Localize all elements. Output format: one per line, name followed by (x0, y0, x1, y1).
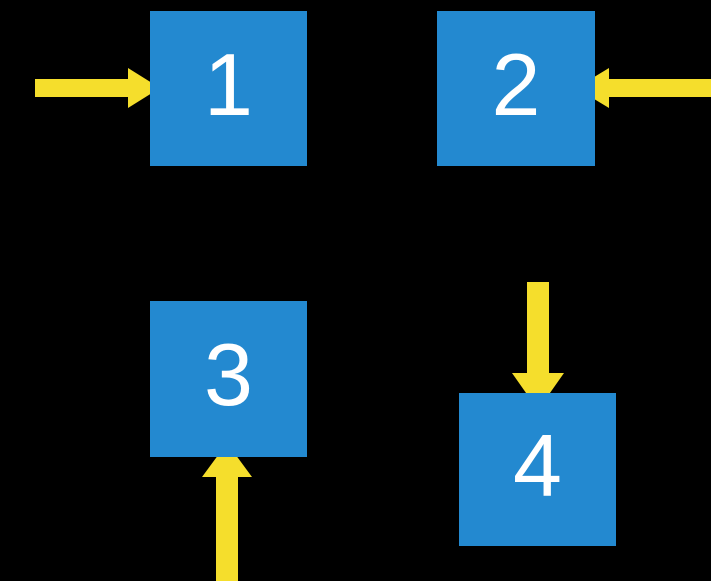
box-node-1-label: 1 (204, 34, 253, 134)
arrow-down-into-box-4 (512, 282, 564, 410)
box-node-3[interactable]: 3 (150, 301, 307, 457)
box-node-2[interactable]: 2 (437, 11, 595, 166)
box-node-1[interactable]: 1 (150, 11, 307, 166)
arrow-left-into-box-2 (576, 68, 711, 108)
box-node-4[interactable]: 4 (459, 393, 616, 546)
box-node-3-label: 3 (204, 325, 253, 424)
arrow-right-into-box-1 (35, 68, 160, 108)
arrow-up-into-box-3 (202, 443, 252, 581)
box-node-2-label: 2 (491, 34, 541, 134)
box-node-4-label: 4 (513, 415, 562, 515)
